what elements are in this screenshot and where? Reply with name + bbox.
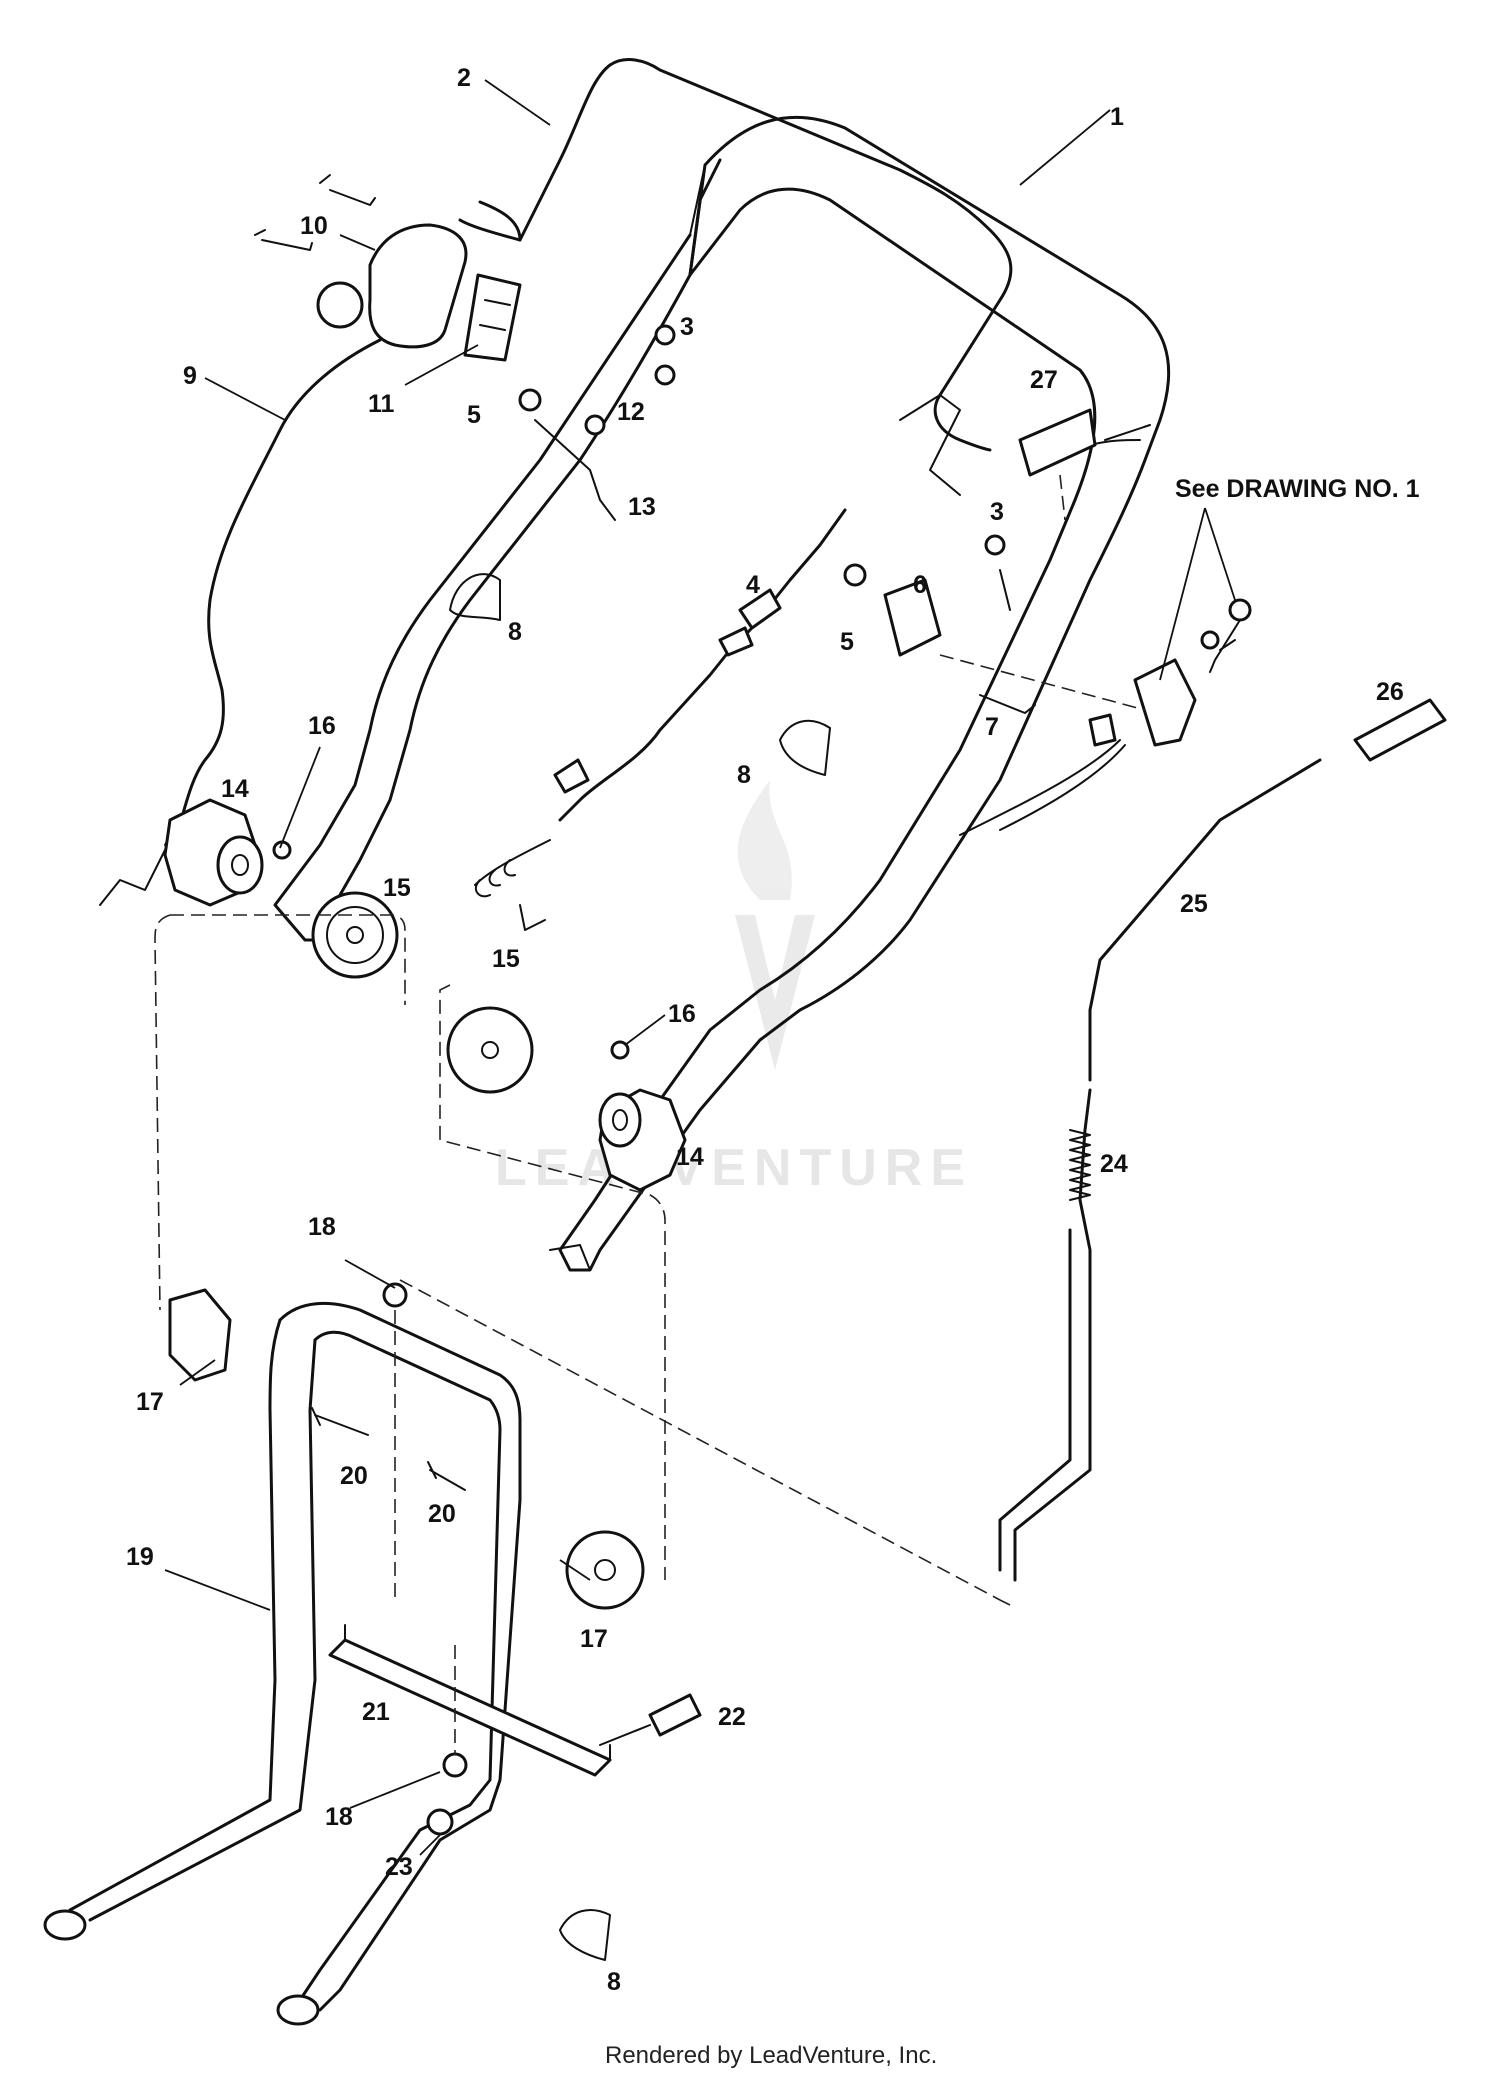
carriage-bolt-a (311, 1407, 369, 1436)
callout-23: 23 (385, 1853, 413, 1881)
bracket-assembly (843, 534, 1036, 714)
callout-14a: 14 (221, 775, 249, 803)
carriage-bolt-b (427, 1461, 466, 1491)
callout-8c: 8 (607, 1968, 621, 1996)
leader-lines (164, 79, 1236, 1856)
callout-1: 1 (1110, 103, 1124, 131)
knob-left (163, 798, 264, 907)
hitch-clips (449, 573, 831, 1961)
callout-3b: 3 (990, 498, 1004, 526)
callout-22: 22 (718, 1703, 746, 1731)
nut-23 (426, 1808, 454, 1836)
callout-15b: 15 (492, 945, 520, 973)
grommet-18b (442, 1752, 468, 1778)
alignment-lines (154, 654, 1146, 1755)
callout-27: 27 (1030, 366, 1058, 394)
callout-2: 2 (457, 64, 471, 92)
callout-24: 24 (1100, 1150, 1128, 1178)
footer-credit: Rendered by LeadVenture, Inc. (605, 2042, 937, 2069)
grommet-18a (382, 1282, 408, 1308)
callout-14b: 14 (676, 1143, 704, 1171)
control-bail (458, 58, 1013, 496)
callout-9: 9 (183, 362, 197, 390)
callout-20a: 20 (340, 1462, 368, 1490)
handle-grip (1353, 698, 1447, 762)
callout-5a: 5 (467, 401, 481, 429)
callout-18b: 18 (325, 1803, 353, 1831)
callout-13: 13 (628, 493, 656, 521)
callout-18a: 18 (308, 1213, 336, 1241)
bolt-22 (599, 1693, 702, 1746)
washer-right (610, 1040, 630, 1060)
callout-17a: 17 (136, 1388, 164, 1416)
see-drawing-note: See DRAWING NO. 1 (1175, 475, 1420, 503)
throttle-control (99, 174, 676, 906)
callouts: 1 2 3 3 4 5 5 6 7 8 8 8 9 10 11 12 13 14… (126, 64, 1404, 1996)
watermark-text: LEADVENTURE (495, 1139, 973, 1197)
callout-17b: 17 (580, 1625, 608, 1653)
watermark-logo (735, 780, 815, 1070)
callout-26: 26 (1376, 678, 1404, 706)
callout-6: 6 (913, 571, 927, 599)
brake-cable (474, 508, 847, 898)
ratchet-knob-17b (565, 1530, 645, 1610)
callout-8b: 8 (737, 761, 751, 789)
ratchet-right (446, 1006, 534, 1094)
callout-25: 25 (1180, 890, 1208, 918)
callout-21: 21 (362, 1698, 390, 1726)
callout-11: 11 (368, 390, 395, 418)
callout-8a: 8 (508, 618, 522, 646)
callout-4: 4 (746, 571, 760, 599)
callout-19: 19 (126, 1543, 154, 1571)
knob-right (598, 1088, 687, 1192)
callout-3a: 3 (680, 313, 694, 341)
callout-16b: 16 (668, 1000, 696, 1028)
callout-16a: 16 (308, 712, 336, 740)
spring (1069, 1129, 1091, 1201)
callout-7: 7 (985, 713, 999, 741)
callout-15a: 15 (383, 874, 411, 902)
key-switch-assembly (959, 598, 1252, 836)
callout-5b: 5 (840, 628, 854, 656)
crossbar (328, 1624, 612, 1777)
ratchet-left (311, 891, 399, 979)
callout-10: 10 (300, 212, 328, 240)
decal (1018, 408, 1097, 521)
rope-guide (998, 758, 1322, 1582)
lower-handle (43, 1301, 522, 2026)
ratchet-knob-17a (168, 1288, 232, 1382)
callout-12: 12 (617, 398, 645, 426)
callout-20b: 20 (428, 1500, 456, 1528)
